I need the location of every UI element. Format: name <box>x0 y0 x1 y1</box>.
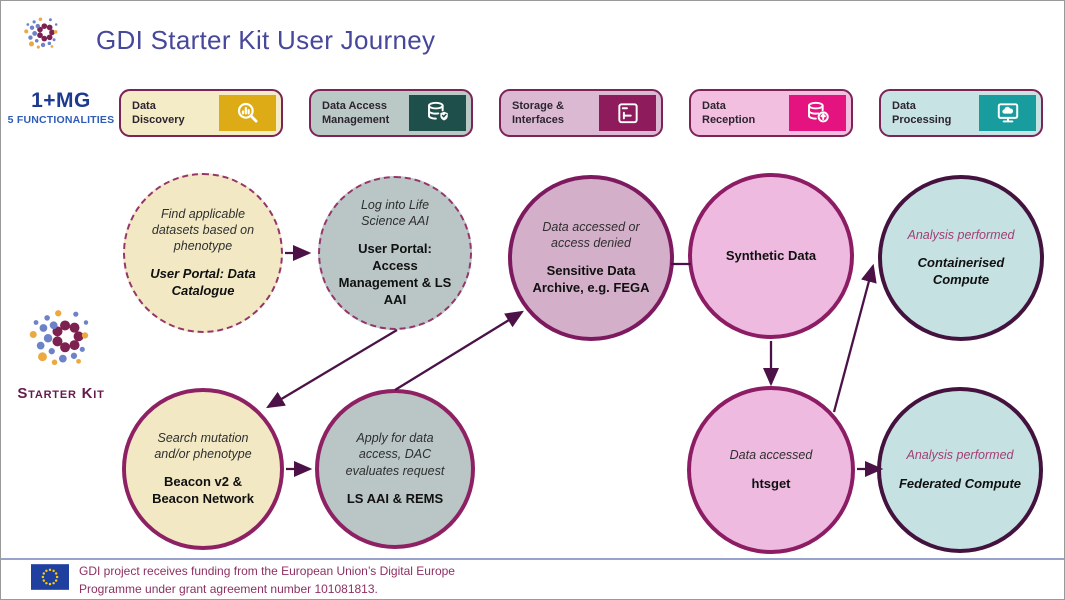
search-chart-icon <box>219 95 276 131</box>
database-upload-icon <box>789 95 846 131</box>
badge-storage-interfaces: Storage & Interfaces <box>499 89 663 137</box>
page-title: GDI Starter Kit User Journey <box>96 25 436 55</box>
badge-data-processing: Data Processing <box>879 89 1043 137</box>
funding-statement: GDI project receives funding from the Eu… <box>79 562 455 598</box>
journey-step-synthetic-data: Synthetic Data <box>688 173 854 339</box>
journey-step-federated-compute: Analysis performed Federated Compute <box>877 387 1043 553</box>
journey-step-rems: Apply for data access, DAC evaluates req… <box>315 389 475 549</box>
starter-kit-label: Starter Kit <box>17 385 105 402</box>
step-tool: User Portal: Access Management & LS AAI <box>338 241 452 308</box>
step-description: Find applicable datasets based on phenot… <box>151 206 255 254</box>
gdi-logo-icon <box>24 17 58 49</box>
step-tool: htsget <box>751 475 791 491</box>
badge-label: Data Discovery <box>132 99 185 126</box>
eu-flag-icon <box>31 564 69 590</box>
badge-data-discovery: Data Discovery <box>119 89 283 137</box>
step-tool: Federated Compute <box>898 475 1022 491</box>
database-shield-icon <box>409 95 466 131</box>
storage-window-icon <box>599 95 656 131</box>
starter-kit-logo-block: Starter Kit <box>9 304 113 402</box>
monitor-cloud-icon <box>979 95 1036 131</box>
step-description: Log into Life Science AAI <box>360 197 430 229</box>
step-tool: Containerised Compute <box>917 255 1005 288</box>
badge-label: Storage & Interfaces <box>512 99 564 126</box>
badge-label: Data Access Management <box>322 99 390 126</box>
step-description: Search mutation and/or phenotype <box>154 430 252 462</box>
step-tool: User Portal: Data Catalogue <box>150 266 256 299</box>
program-name: 1+MG <box>31 89 91 112</box>
funding-line-2: Programme under grant agreement number 1… <box>79 582 378 596</box>
program-subtitle: 5 FUNCTIONALITIES <box>7 114 115 126</box>
starter-kit-logo-icon <box>29 310 89 366</box>
step-description: Analysis performed <box>906 448 1014 463</box>
footer-divider <box>1 558 1064 560</box>
step-description: Analysis performed <box>907 227 1015 242</box>
badge-label: Data Reception <box>702 99 756 126</box>
journey-step-data-catalogue: Find applicable datasets based on phenot… <box>123 173 283 333</box>
step-tool: LS AAI & REMS <box>346 490 444 506</box>
step-tool: Synthetic Data <box>725 247 817 263</box>
badge-data-access-management: Data Access Management <box>309 89 473 137</box>
journey-step-beacon: Search mutation and/or phenotype Beacon … <box>122 388 284 550</box>
journey-step-containerised-compute: Analysis performed Containerised Compute <box>878 175 1044 341</box>
badge-label: Data Processing <box>892 99 952 126</box>
badge-data-reception: Data Reception <box>689 89 853 137</box>
funding-line-1: GDI project receives funding from the Eu… <box>79 564 455 578</box>
journey-step-ls-aai-login: Log into Life Science AAI User Portal: A… <box>318 176 472 330</box>
step-tool: Beacon v2 & Beacon Network <box>152 474 254 507</box>
step-description: Apply for data access, DAC evaluates req… <box>345 431 445 478</box>
journey-step-htsget: Data accessed htsget <box>687 386 855 554</box>
journey-step-sensitive-data-archive: Data accessed or access denied Sensitive… <box>508 175 674 341</box>
step-description: Data accessed <box>729 448 813 463</box>
one-plus-mg-label: 1+MG 5 FUNCTIONALITIES <box>5 89 117 126</box>
step-tool: Sensitive Data Archive, e.g. FEGA <box>532 263 650 296</box>
step-description: Data accessed or access denied <box>542 219 640 251</box>
